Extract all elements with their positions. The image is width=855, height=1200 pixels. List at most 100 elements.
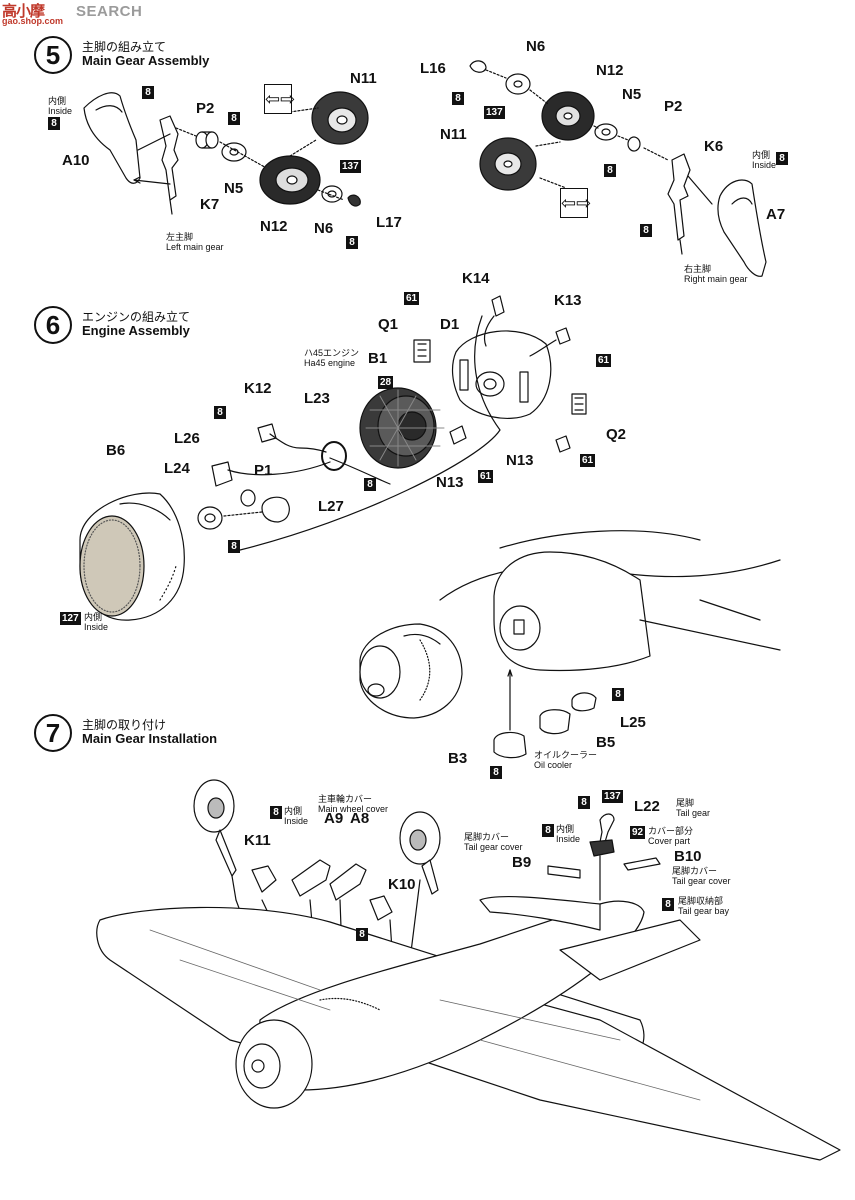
part-label-k12: K12	[244, 380, 272, 397]
inside-jp: 内側	[84, 612, 103, 622]
part-label-n11: N11	[350, 70, 377, 87]
part-label-l24: L24	[164, 460, 190, 477]
l26-part	[211, 461, 233, 487]
engine-note: ハ45エンジン Ha45 engine	[304, 348, 359, 368]
part-label-a10: A10	[62, 152, 90, 169]
part-label-l27: L27	[318, 498, 344, 515]
b3-oilcooler	[493, 731, 527, 759]
b9-cover	[547, 865, 581, 879]
part-label-k7: K7	[200, 196, 220, 213]
watermark-logo: 高小摩	[2, 2, 45, 20]
n13-part-a	[449, 425, 467, 445]
paint-badge: 127	[60, 612, 81, 625]
k10-part	[369, 895, 393, 921]
tail-gear-bay-jp: 尾脚収納部	[678, 896, 724, 906]
a8-cover	[329, 863, 367, 901]
step5-left-inside-note: 内側 Inside	[48, 96, 72, 116]
paint-badge: 8	[452, 92, 464, 105]
part-label-l22: L22	[634, 798, 660, 815]
engine-jp: ハ45エンジン	[304, 348, 360, 358]
part-label-b10: B10	[674, 848, 702, 865]
step7-title-jp: 主脚の取り付け	[82, 718, 167, 732]
cover-part-note: カバー部分 Cover part	[648, 826, 693, 846]
step5-right-drawing	[469, 60, 767, 277]
part-label-l17: L17	[376, 214, 402, 231]
step6-number: 6	[34, 306, 72, 344]
paint-badge: 28	[378, 376, 394, 389]
watermark-search-text: SEARCH	[76, 3, 143, 20]
step5-left-drawing	[83, 91, 369, 215]
paint-badge: 8	[776, 152, 788, 165]
k6-strut	[667, 153, 691, 241]
tail-gear-cover-en: Tail gear cover	[464, 842, 523, 852]
inside-jp: 内側	[48, 96, 67, 106]
b6-cowling	[79, 492, 185, 621]
tail-gear-cover-jp: 尾脚カバー	[464, 832, 510, 842]
part-label-q1: Q1	[378, 316, 399, 333]
tail-gear-cover-en: Tail gear cover	[672, 876, 731, 886]
inside-en: Inside	[84, 622, 109, 632]
l16-cap	[469, 60, 487, 73]
part-label-n5: N5	[224, 180, 244, 197]
right-main-gear-jp: 右主脚	[684, 264, 712, 274]
part-label-d1: D1	[440, 316, 460, 333]
paint-badge: 137	[340, 160, 361, 173]
part-label-p2: P2	[196, 100, 215, 117]
step5-title-jp: 主脚の組み立て	[82, 40, 167, 54]
main-wheel-cover-en: Main wheel cover	[318, 804, 389, 814]
n6-hub	[321, 185, 343, 203]
paint-badge: 8	[578, 796, 590, 809]
direction-arrow-box: ⇦⇨	[264, 84, 295, 114]
step5-right-inside-note: 内側 Inside	[752, 150, 776, 170]
part-label-b3: B3	[448, 750, 468, 767]
part-label-k10: K10	[388, 876, 416, 893]
part-label-n11-right: N11	[440, 126, 467, 143]
n5-washer-right	[594, 123, 618, 141]
part-label-l16: L16	[420, 60, 446, 77]
k11-part	[251, 865, 277, 893]
tail-gear-jp: 尾脚	[676, 798, 695, 808]
oil-cooler-en: Oil cooler	[534, 760, 573, 770]
paint-badge: 8	[214, 406, 226, 419]
part-label-n6-right: N6	[526, 38, 546, 55]
paint-badge: 61	[580, 454, 596, 467]
l23-ring	[321, 441, 347, 471]
tail-gear-cover-jp: 尾脚カバー	[672, 866, 718, 876]
paint-badge: 137	[602, 790, 623, 803]
paint-badge: 8	[640, 224, 652, 237]
step7-drawing	[96, 779, 841, 1161]
part-label-k6: K6	[704, 138, 724, 155]
part-label-k11: K11	[244, 832, 271, 849]
step6-drawing	[79, 295, 781, 759]
l27-part	[261, 496, 290, 523]
tail-gear-bay-note: 尾脚収納部 Tail gear bay	[678, 896, 729, 916]
q1-bracket	[413, 339, 431, 363]
aircraft-body	[96, 895, 841, 1161]
inside-en: Inside	[48, 106, 73, 116]
oil-cooler-jp: オイルクーラー	[534, 750, 598, 760]
tail-gear-bay-en: Tail gear bay	[678, 906, 730, 916]
paint-badge: 8	[604, 164, 616, 177]
part-label-b9: B9	[512, 854, 532, 871]
step5-number: 5	[34, 36, 72, 74]
paint-badge: 92	[630, 826, 646, 839]
b10-cover	[623, 857, 661, 871]
left-main-gear-note: 左主脚 Left main gear	[166, 232, 224, 252]
oil-cooler-note: オイルクーラー Oil cooler	[534, 750, 597, 770]
p2-part-right	[627, 136, 641, 152]
step7-inside-note: 内側 Inside	[284, 806, 308, 826]
paint-badge: 8	[346, 236, 358, 249]
k14-part	[491, 295, 505, 317]
k13-part	[555, 327, 571, 345]
part-label-l23: L23	[304, 390, 330, 407]
tail-gear-cover-note-left: 尾脚カバー Tail gear cover	[464, 832, 523, 852]
inside-jp: 内側	[284, 806, 303, 816]
a9-cover	[291, 859, 331, 897]
part-label-a9: A9	[324, 810, 344, 827]
part-label-n5-right: N5	[622, 86, 642, 103]
part-label-b5: B5	[596, 734, 616, 751]
step7-title-en: Main Gear Installation	[82, 731, 218, 746]
tail-gear-note: 尾脚 Tail gear	[676, 798, 710, 818]
paint-badge: 8	[356, 928, 368, 941]
